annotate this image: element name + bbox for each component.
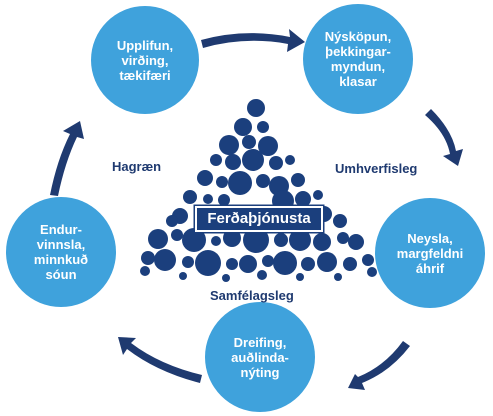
pyramid-dot [234, 118, 252, 136]
pyramid-dot [183, 190, 197, 204]
pyramid-dot [141, 251, 155, 265]
pyramid-dot [239, 255, 257, 273]
pyramid-dot [171, 229, 183, 241]
pyramid-dot [269, 156, 283, 170]
pyramid-dot [333, 214, 347, 228]
pyramid-dot [225, 154, 241, 170]
pyramid-dot [179, 272, 187, 280]
pyramid-dot [256, 174, 270, 188]
pyramid-dot [211, 236, 221, 246]
pyramid-dot [216, 176, 228, 188]
node-upplifun: Upplifun, virðing, tækifæri [91, 6, 199, 114]
pyramid-dot [148, 229, 168, 249]
arrow-upplifun-to-nyskopun [201, 29, 305, 52]
center-label: Ferðaþjónusta [195, 206, 323, 232]
pyramid-dot [289, 229, 311, 251]
pyramid-dot [296, 273, 304, 281]
pyramid-dot [337, 232, 349, 244]
pyramid-dot [242, 149, 264, 171]
arrow-endurvinnsla-to-upplifun [50, 121, 84, 196]
pyramid-dot [210, 154, 222, 166]
pyramid-dot [219, 135, 239, 155]
pyramid-dot [242, 135, 256, 149]
pyramid-dot [295, 191, 311, 207]
arrow-dreifing-to-endurvinnsla [118, 337, 202, 383]
pyramid-dot [274, 233, 288, 247]
pyramid-dot [140, 266, 150, 276]
pyramid-dot [182, 256, 194, 268]
pyramid-dot [348, 234, 364, 250]
pyramid-dot [334, 273, 342, 281]
pyramid-dot [218, 194, 230, 206]
dimension-economic: Hagræn [112, 159, 162, 174]
node-dreifing: Dreifing, auðlinda- nýting [205, 302, 315, 412]
pyramid-dot [228, 171, 252, 195]
pyramid-dot [223, 229, 241, 247]
pyramid-dot [258, 136, 278, 156]
arrow-neysla-to-dreifing [348, 341, 410, 390]
dimension-social: Samfélagsleg [210, 288, 294, 303]
pyramid-dot [313, 233, 331, 251]
pyramid-dot [362, 254, 374, 266]
pyramid-dot [182, 228, 206, 252]
pyramid-dot [257, 270, 267, 280]
pyramid-dot [203, 194, 213, 204]
node-nyskopun: Nýsköpun, þekkingar- myndun, klasar [303, 4, 413, 114]
pyramid-dot [273, 251, 297, 275]
pyramid-dot [317, 252, 337, 272]
pyramid-dot [166, 215, 178, 227]
node-endurvinnsla: Endur- vinnsla, minnkuð sóun [6, 197, 116, 307]
arrow-nyskopun-to-neysla [425, 109, 463, 166]
pyramid-dot [257, 121, 269, 133]
pyramid-dot [197, 170, 213, 186]
pyramid-dot [291, 173, 305, 187]
node-neysla: Neysla, margfeldni áhrif [375, 198, 485, 308]
pyramid-dot [313, 190, 323, 200]
pyramid-dot [301, 257, 315, 271]
pyramid-dot [222, 274, 230, 282]
pyramid-dot [343, 257, 357, 271]
pyramid-dot [247, 99, 265, 117]
pyramid-dot [195, 250, 221, 276]
pyramid-dot [226, 258, 238, 270]
pyramid-dot [243, 227, 269, 253]
dimension-environmental: Umhverfisleg [335, 161, 418, 176]
pyramid-dot [285, 155, 295, 165]
pyramid-dot [262, 255, 274, 267]
pyramid-dot [367, 267, 377, 277]
pyramid-dot [154, 249, 176, 271]
